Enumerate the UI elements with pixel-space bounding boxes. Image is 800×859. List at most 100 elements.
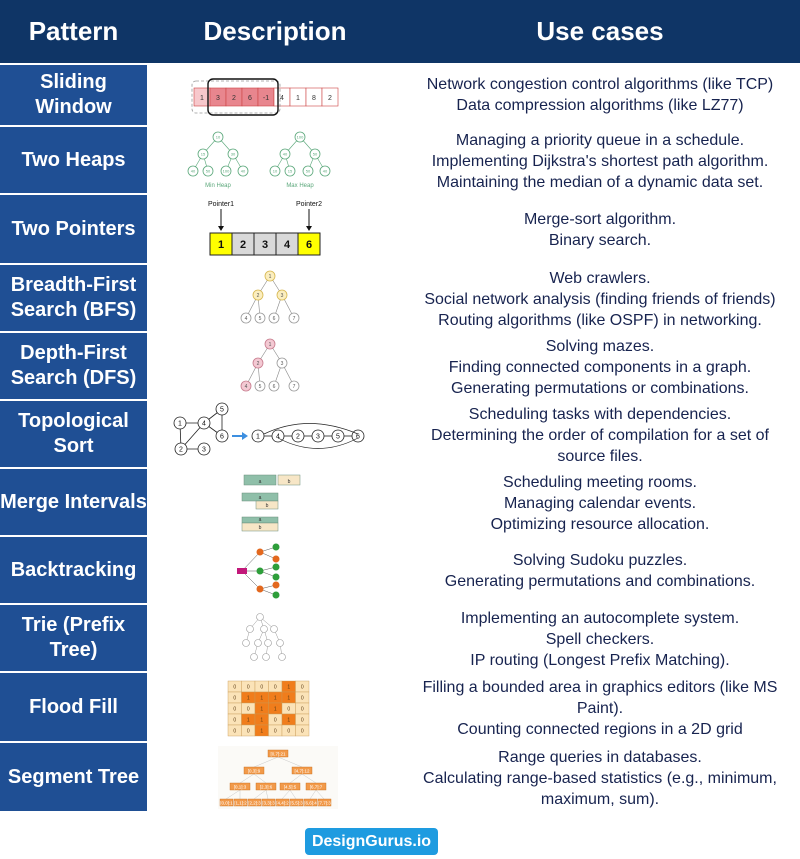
previous-window	[191, 80, 281, 114]
cell-value: 0	[260, 685, 263, 691]
segment-tree-illustration: [0,7]:21[0,3]:9[4,7]:12[0,1]:3[2,3]:6[4,…	[160, 743, 390, 813]
segment-label: [6,7]:7	[310, 785, 323, 790]
node-label: 4	[245, 384, 248, 390]
heap-label: Max Heap	[286, 183, 314, 189]
tree-node	[252, 289, 264, 301]
tree-node	[197, 442, 211, 456]
node-label: 15	[288, 168, 293, 173]
designgurus-logo-link[interactable]: DesignGurus.io	[305, 828, 438, 855]
node-label: 40	[323, 168, 328, 173]
tree-node	[264, 338, 276, 350]
segment-tree-diagram: [0,7]:21[0,3]:9[4,7]:12[0,1]:3[2,3]:6[4,…	[218, 746, 338, 809]
tree-node	[220, 165, 232, 177]
use-case: Counting connected regions in a 2D grid	[457, 720, 743, 738]
segment-label: [4,5]:5	[284, 785, 297, 790]
cell-value: -1	[263, 95, 269, 102]
tree-node	[227, 148, 239, 160]
node-label: 7	[293, 384, 296, 390]
array-cell	[321, 87, 339, 107]
segment-node	[233, 798, 248, 807]
cell-value: 1	[287, 696, 290, 702]
choice-node	[256, 567, 264, 575]
leaf-node	[272, 543, 280, 551]
trie-node	[256, 613, 264, 621]
current-window	[207, 78, 279, 116]
cell-value: 0	[274, 729, 277, 735]
tree-edge	[239, 773, 255, 784]
use-case: Data compression algorithms (like LZ77)	[456, 97, 744, 114]
use-case: source files.	[557, 447, 643, 465]
use-case: Range queries in databases.	[498, 748, 702, 766]
tree-edge	[281, 789, 291, 800]
backtracking-illustration	[160, 537, 390, 605]
use-case: IP routing (Longest Prefix Matching).	[470, 651, 730, 669]
use-cases: Scheduling tasks with dependencies. Dete…	[400, 401, 800, 469]
segment-node	[261, 798, 276, 807]
tree-node	[197, 148, 209, 160]
tree-node	[276, 357, 288, 369]
cell-value: 8	[312, 95, 316, 102]
tree-node	[187, 165, 199, 177]
node-label: 100	[223, 168, 230, 173]
node-label: 10	[273, 168, 278, 173]
use-case: maximum, sum).	[540, 790, 660, 808]
pattern-name: Topological Sort	[0, 401, 147, 469]
use-case: Scheduling tasks with dependencies.	[468, 405, 732, 423]
pattern-name: Breadth-First Search (BFS)	[0, 265, 147, 333]
use-case: Spell checkers.	[545, 630, 655, 648]
node-label: 40	[241, 168, 246, 173]
tree-node	[319, 165, 331, 177]
use-case: Routing algorithms (like OSPF) in networ…	[438, 311, 762, 329]
cell-value: 0	[301, 707, 304, 713]
interval-label: b	[259, 525, 262, 531]
use-case: Generating permutations or combinations.	[451, 379, 749, 397]
segment-label: [7,7]:3	[318, 801, 331, 806]
segment-label: [6,6]:4	[304, 801, 317, 806]
node-label: 100	[297, 134, 304, 139]
cell-value: 0	[274, 685, 277, 691]
use-case: Social network analysis (finding friends…	[424, 290, 776, 308]
use-cases: Scheduling meeting rooms. Managing calen…	[400, 469, 800, 537]
tree-node	[215, 429, 229, 443]
segment-node	[229, 782, 251, 791]
segment-label: [4,4]:2	[276, 801, 289, 806]
cell-value: 2	[240, 239, 246, 251]
node-label: 50	[306, 168, 311, 173]
cell-value: 0	[301, 718, 304, 724]
node-label: 6	[273, 384, 276, 390]
tree-node	[251, 429, 265, 443]
segment-node	[289, 798, 304, 807]
tree-node	[197, 416, 211, 430]
use-cases: Filling a bounded area in graphics edito…	[400, 673, 800, 743]
node-label: 50	[313, 151, 318, 156]
node-label: 1	[269, 342, 272, 348]
node-label: 2	[257, 361, 260, 367]
pointer-arrow-head	[306, 226, 312, 231]
use-cases: Range queries in databases. Calculating …	[400, 743, 800, 813]
tree-edge	[289, 789, 297, 800]
trie-node	[246, 625, 254, 633]
cell-value: 0	[274, 718, 277, 724]
cell-value: 0	[247, 685, 250, 691]
tree-edge	[265, 789, 269, 800]
use-case: Solving mazes.	[545, 337, 655, 355]
pattern-name: Merge Intervals	[0, 469, 147, 537]
cell-value: 0	[287, 729, 290, 735]
pointer2-label: Pointer2	[296, 201, 322, 208]
segment-node	[305, 782, 327, 791]
interval-label: a	[259, 517, 262, 523]
use-case: Implementing an autocomplete system.	[460, 609, 740, 627]
tree-node	[174, 442, 188, 456]
node-label: 5	[259, 384, 262, 390]
row-trie: Trie (Prefix Tree) Implementing an autoc…	[0, 605, 800, 673]
interval-label: a	[259, 479, 262, 485]
node-label: 1	[178, 420, 182, 427]
order-curve	[277, 437, 359, 449]
